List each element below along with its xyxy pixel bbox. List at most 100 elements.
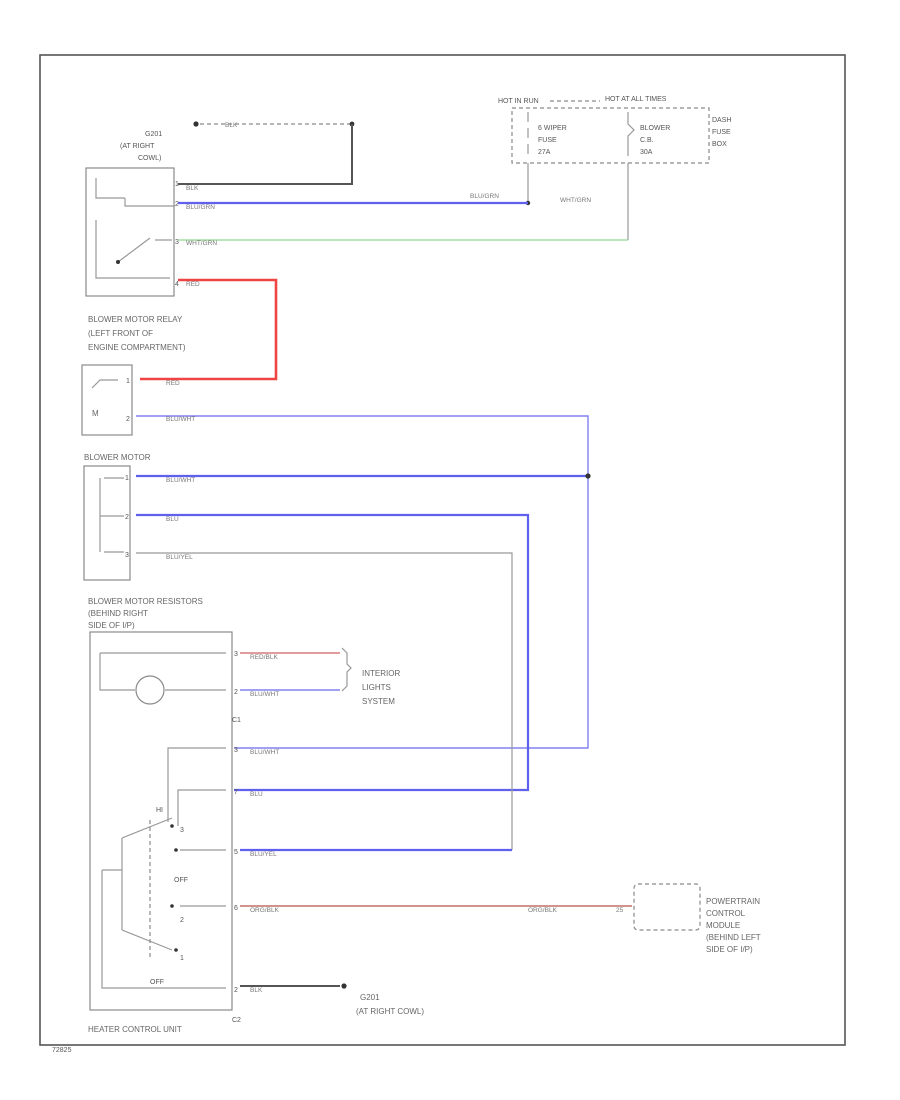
bm-pin-1: 1 xyxy=(125,475,129,482)
relay-pin-1: 1 xyxy=(175,181,179,188)
g201-top-ground-icon xyxy=(193,121,199,127)
relay-label-2: (LEFT FRONT OF xyxy=(88,329,153,338)
dash-fuse-box-label-3: BOX xyxy=(712,141,727,148)
pcm-label-3: MODULE xyxy=(706,921,740,930)
switch-pos-2: 2 xyxy=(180,917,184,924)
motor-box xyxy=(81,364,133,436)
relay-pin-3: 3 xyxy=(175,239,179,246)
wire-bm-blu xyxy=(136,513,530,792)
dash-fuse-box-label-1: DASH xyxy=(712,117,731,124)
relay-label-3: ENGINE COMPARTMENT) xyxy=(88,343,186,352)
g201-top-location-2: COWL) xyxy=(138,155,161,162)
switch-contact-1 xyxy=(174,948,178,952)
c1-pin-3: 3 xyxy=(234,651,238,658)
interior-lights-label-1: INTERIOR xyxy=(362,669,400,678)
wire-label-motor-red: RED xyxy=(166,380,180,387)
heater-control-unit-label: HEATER CONTROL UNIT xyxy=(88,1025,182,1034)
motor-pin-2: 2 xyxy=(126,416,130,423)
circuit-breaker-icon xyxy=(627,112,635,156)
resistor-label-1: BLOWER MOTOR RESISTORS xyxy=(88,597,203,606)
wire-label-relay-blk: BLK xyxy=(186,185,199,192)
c2-pin-7: 7 xyxy=(234,789,238,796)
relay-label-1: BLOWER MOTOR RELAY xyxy=(88,315,183,324)
wire-motor-blu-wht xyxy=(136,415,589,749)
pcm-box xyxy=(633,883,701,931)
splice-blu-wht xyxy=(585,473,591,479)
wire-label-fuse-wht-grn: WHT/GRN xyxy=(560,197,591,204)
switch-contact-off xyxy=(170,904,174,908)
switch-pos-off: OFF xyxy=(174,877,188,884)
wire-label-c2-blk: BLK xyxy=(250,987,263,994)
c1-pin-2: 2 xyxy=(234,689,238,696)
fuse-label-1: 6 WIPER xyxy=(538,125,567,132)
c2-pin-2: 2 xyxy=(234,987,238,994)
g201-bottom-ground-icon xyxy=(341,983,347,989)
blower-motor-label: BLOWER MOTOR xyxy=(84,453,151,462)
relay-coil-icon xyxy=(95,178,175,279)
wire-label-c2-blu-yel: BLU/YEL xyxy=(250,851,277,858)
c1-connector-label: C1 xyxy=(232,717,241,724)
lamp-icon xyxy=(135,675,165,705)
hot-in-run-label: HOT IN RUN xyxy=(498,98,539,105)
wire-label-c2-blu-wht: BLU/WHT xyxy=(250,749,279,756)
interior-lights-label-2: LIGHTS xyxy=(362,683,391,692)
pcm-pin-25: 25 xyxy=(616,907,624,914)
pcm-label-4: (BEHIND LEFT xyxy=(706,933,761,942)
wire-label-c2-blu: BLU xyxy=(250,791,263,798)
dash-fuse-box-label-2: FUSE xyxy=(712,129,731,136)
g201-bottom-label: G201 xyxy=(360,993,380,1002)
switch-common xyxy=(101,838,226,989)
fuse-label-3: 27A xyxy=(538,149,551,156)
wire-label-pcm-org-blk: ORG/BLK xyxy=(528,907,558,914)
wire-label-motor-blu-wht: BLU/WHT xyxy=(166,416,195,423)
wire-label-c1-red-blk: RED/BLK xyxy=(250,654,278,661)
motor-pin-1: 1 xyxy=(126,378,130,385)
figure-id: 72825 xyxy=(52,1047,72,1054)
wire-label-fuse-blu-grn: BLU/GRN xyxy=(470,193,499,200)
interior-lights-bracket xyxy=(341,647,352,692)
bm-pin-2: 2 xyxy=(125,514,129,521)
relay-pin-4: 4 xyxy=(175,281,179,288)
cb-label-3: 30A xyxy=(640,149,653,156)
switch-lead-3 xyxy=(167,747,226,822)
wire-bm-blu-yel xyxy=(136,552,513,850)
blower-motor-relay-box xyxy=(85,167,175,297)
fuse-label-2: FUSE xyxy=(538,137,557,144)
wire-label-bm-blu: BLU xyxy=(166,516,179,523)
switch-wiper-icon xyxy=(121,817,173,951)
switch-pos-1: 1 xyxy=(180,955,184,962)
blower-motor-box xyxy=(83,465,131,581)
motor-symbol: M xyxy=(92,409,99,418)
wire-relay-red xyxy=(140,278,278,381)
blower-motor-internal-icon xyxy=(99,477,124,553)
wire-label-relay-blu-grn: BLU/GRN xyxy=(186,204,215,211)
switch-pos-3: 3 xyxy=(180,827,184,834)
resistor-label-2: (BEHIND RIGHT xyxy=(88,609,148,618)
dash-fuse-box xyxy=(511,107,710,164)
heater-control-unit-box xyxy=(89,631,233,1011)
relay-pin-2: 2 xyxy=(175,201,179,208)
bm-pin-3: 3 xyxy=(125,552,129,559)
switch-contact-hi xyxy=(170,824,174,828)
c2-pin-5: 5 xyxy=(234,849,238,856)
lamp-circuit xyxy=(99,652,226,691)
relay-contact-pivot xyxy=(116,260,120,264)
cb-label-1: BLOWER xyxy=(640,125,670,132)
motor-contact-icon xyxy=(91,379,118,389)
wire-label-bm-blu-wht: BLU/WHT xyxy=(166,477,195,484)
g201-top-location: (AT RIGHT xyxy=(120,143,155,150)
relay-contact-icon xyxy=(117,237,172,263)
pcm-label-5: SIDE OF I/P) xyxy=(706,945,753,954)
wire-label-c1-blu-wht: BLU/WHT xyxy=(250,691,279,698)
wire-label-relay-wht-grn: WHT/GRN xyxy=(186,240,217,247)
c2-connector-label: C2 xyxy=(232,1017,241,1024)
pcm-label-1: POWERTRAIN xyxy=(706,897,760,906)
g201-top-label: G201 xyxy=(145,131,162,138)
wire-relay-blk xyxy=(178,124,353,185)
switch-lead-7 xyxy=(177,789,226,826)
switch-pos-hi: HI xyxy=(156,807,163,814)
c2-pin-6: 6 xyxy=(234,905,238,912)
pcm-label-2: CONTROL xyxy=(706,909,746,918)
resistor-label-3: SIDE OF I/P) xyxy=(88,621,135,630)
